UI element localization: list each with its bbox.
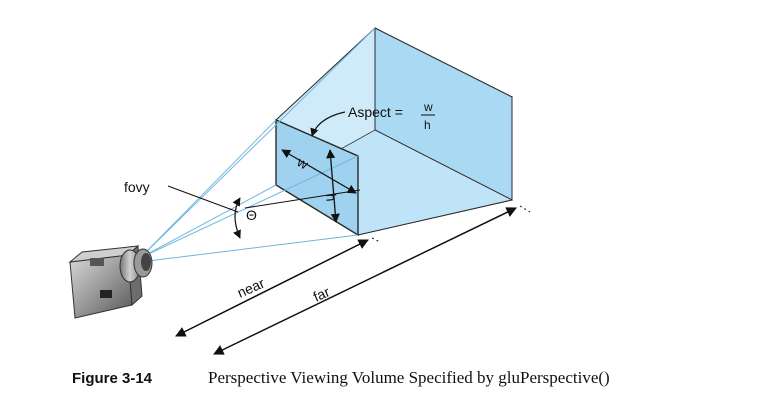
- figure-caption: Figure 3-14 Perspective Viewing Volume S…: [0, 366, 765, 396]
- far-label: far: [311, 283, 333, 304]
- figure-title: Perspective Viewing Volume Specified by …: [208, 368, 610, 387]
- far-arrow: [213, 207, 517, 355]
- camera-icon: [68, 244, 153, 319]
- aspect-numerator: w: [423, 100, 433, 114]
- theta-label: Θ: [246, 207, 257, 223]
- frustum: [275, 27, 514, 237]
- aspect-denominator: h: [424, 118, 431, 132]
- fovy-leader: [167, 185, 239, 213]
- near-label: near: [235, 275, 267, 301]
- figure-number: Figure 3-14: [72, 370, 153, 387]
- fovy-label: fovy: [124, 179, 150, 195]
- aspect-label: Aspect =: [348, 104, 403, 120]
- w-arrow: [281, 149, 357, 194]
- h-label: h: [323, 193, 340, 202]
- aspect-pointer: [310, 111, 346, 137]
- fovy-arc: [232, 197, 241, 239]
